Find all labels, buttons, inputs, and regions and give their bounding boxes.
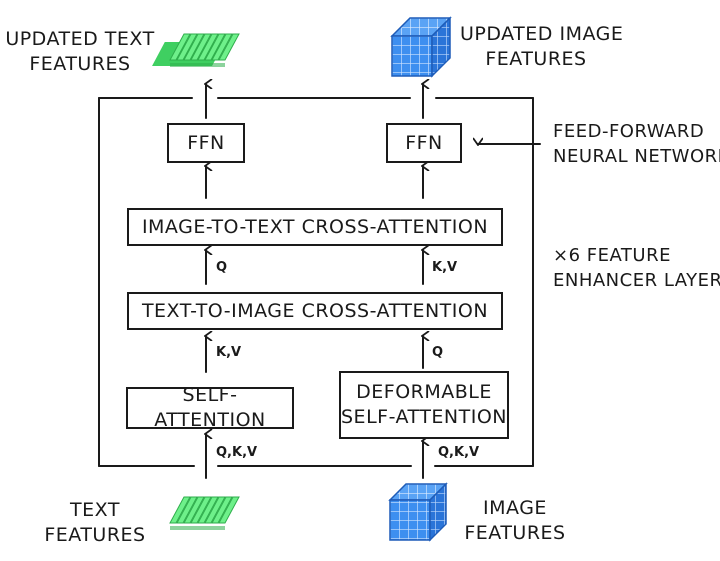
tag-right-qkv: Q,K,V bbox=[438, 445, 480, 460]
updated-text-features-icon bbox=[152, 33, 240, 67]
self-attention-label: SELF-ATTENTION bbox=[154, 384, 266, 431]
ffn-right-label: FFN bbox=[405, 131, 443, 154]
text-features-label: TEXT FEATURES bbox=[40, 498, 150, 548]
deformable-line2: SELF-ATTENTION bbox=[341, 406, 508, 428]
deformable-self-attention-box: DEFORMABLE SELF-ATTENTION bbox=[339, 371, 509, 439]
deformable-line1: DEFORMABLE bbox=[356, 381, 492, 403]
tag-right-kv: K,V bbox=[432, 260, 458, 275]
text-features-line1: TEXT bbox=[70, 499, 120, 521]
image-features-label: IMAGE FEATURES bbox=[460, 496, 570, 546]
layer-description-line2: ENHANCER LAYER bbox=[553, 270, 720, 291]
ffn-left-box: FFN bbox=[167, 123, 245, 163]
layer-description: ×6 FEATURE ENHANCER LAYER bbox=[553, 243, 720, 293]
text-to-image-cross-attention-box: TEXT-TO-IMAGE CROSS-ATTENTION bbox=[127, 292, 503, 330]
flow-arrows bbox=[206, 84, 541, 479]
ffn-description-line1: FEED-FORWARD bbox=[553, 121, 705, 142]
text-features-line2: FEATURES bbox=[44, 524, 146, 546]
ffn-description: FEED-FORWARD NEURAL NETWORK bbox=[553, 119, 720, 169]
tag-left-q: Q bbox=[216, 260, 228, 275]
image-features-line1: IMAGE bbox=[483, 497, 547, 519]
text-to-image-label: TEXT-TO-IMAGE CROSS-ATTENTION bbox=[141, 299, 489, 322]
image-features-line2: FEATURES bbox=[464, 522, 566, 544]
updated-image-features-icon bbox=[390, 16, 452, 78]
ffn-right-box: FFN bbox=[386, 123, 462, 163]
updated-text-features-line1: UPDATED TEXT bbox=[5, 28, 155, 50]
ffn-left-label: FFN bbox=[187, 131, 225, 154]
text-features-icon bbox=[169, 496, 240, 530]
image-to-text-cross-attention-box: IMAGE-TO-TEXT CROSS-ATTENTION bbox=[127, 208, 503, 246]
updated-text-features-label: UPDATED TEXT FEATURES bbox=[4, 27, 156, 77]
tag-right-q: Q bbox=[432, 345, 444, 360]
image-features-icon bbox=[388, 482, 448, 542]
image-to-text-label: IMAGE-TO-TEXT CROSS-ATTENTION bbox=[141, 215, 489, 238]
layer-description-line1: ×6 FEATURE bbox=[553, 245, 671, 266]
updated-image-features-label: UPDATED IMAGE FEATURES bbox=[460, 22, 624, 72]
tag-left-qkv: Q,K,V bbox=[216, 445, 258, 460]
enhancer-layer-frame bbox=[98, 97, 534, 467]
updated-text-features-line2: FEATURES bbox=[29, 53, 131, 75]
ffn-description-line2: NEURAL NETWORK bbox=[553, 146, 720, 167]
tag-left-kv: K,V bbox=[216, 345, 242, 360]
self-attention-box: SELF-ATTENTION bbox=[126, 384, 294, 431]
updated-image-features-line1: UPDATED IMAGE bbox=[460, 23, 624, 45]
updated-image-features-line2: FEATURES bbox=[485, 48, 587, 70]
